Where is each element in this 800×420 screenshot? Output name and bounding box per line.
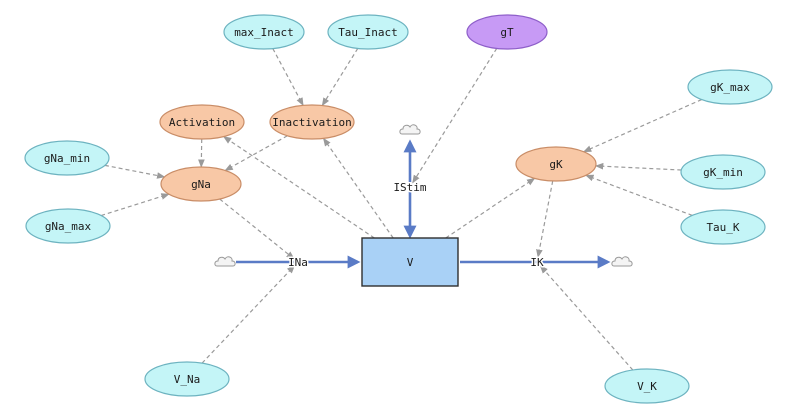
node-gk-oval[interactable] [515,146,597,182]
stock-v-label: V [407,256,414,269]
node-inactivation-oval[interactable] [269,104,355,140]
node-tau-inact[interactable]: Tau_Inact [327,14,409,50]
link-gk-to-ik[interactable] [536,180,554,258]
node-v-na-label: V_Na [174,373,201,386]
node-v-k-oval[interactable] [604,368,690,404]
node-gna-max[interactable]: gNa_max [25,208,111,244]
node-gk-max-oval[interactable] [687,69,773,105]
node-activation-oval[interactable] [159,104,245,140]
flow-ina-label[interactable]: INa [287,255,310,271]
node-activation-label: Activation [169,116,235,129]
link-v-na-to-ina[interactable] [201,265,296,364]
node-gna-max-label: gNa_max [45,220,92,233]
node-gk-max-label: gK_max [710,81,750,94]
node-gna-min[interactable]: gNa_min [24,140,110,176]
node-tau-inact-oval[interactable] [327,14,409,50]
node-tau-k[interactable]: Tau_K [680,209,766,245]
node-v-na[interactable]: V_Na [144,361,230,397]
flows-layer: INa IK IStim [214,124,633,271]
link-gk-max-to-gk[interactable] [582,98,702,153]
node-gt-label: gT [500,26,514,39]
node-tau-k-oval[interactable] [680,209,766,245]
node-gna[interactable]: gNa [160,166,242,202]
node-gna-label: gNa [191,178,211,191]
link-gt-to-istim[interactable] [412,48,498,184]
node-gk-label: gK [549,158,563,171]
node-gk-min[interactable]: gK_min [680,154,766,190]
node-gk[interactable]: gK [515,146,597,182]
link-v-to-activation[interactable] [222,136,375,239]
node-inactivation-label: Inactivation [272,116,351,129]
link-gna-min-to-gna[interactable] [104,164,166,179]
node-v-k[interactable]: V_K [604,368,690,404]
node-gna-min-label: gNa_min [44,152,90,165]
na-source-cloud-icon [214,256,236,267]
node-tau-inact-label: Tau_Inact [338,26,398,39]
node-tau-k-label: Tau_K [706,221,739,234]
node-v-k-label: V_K [637,380,657,393]
link-tau-inact-to-inactivation[interactable] [321,48,359,107]
links-layer [100,48,702,371]
node-gna-min-oval[interactable] [24,140,110,176]
node-v-na-oval[interactable] [144,361,230,397]
node-max-inact-label: max_Inact [234,26,294,39]
node-gt[interactable]: gT [466,14,548,50]
flow-istim-label[interactable]: IStim [392,180,428,196]
node-activation[interactable]: Activation [159,104,245,140]
node-gna-oval[interactable] [160,166,242,202]
link-v-to-gk[interactable] [445,177,536,239]
node-max-inact-oval[interactable] [223,14,305,50]
link-v-to-inactivation[interactable] [322,137,394,239]
node-gk-min-label: gK_min [703,166,743,179]
link-inactivation-to-gna[interactable] [224,135,288,171]
k-sink-cloud-icon [611,256,633,267]
node-gna-max-oval[interactable] [25,208,111,244]
node-gk-max[interactable]: gK_max [687,69,773,105]
node-gk-min-oval[interactable] [680,154,766,190]
link-v-k-to-ik[interactable] [539,265,634,371]
link-gk-min-to-gk[interactable] [594,162,682,171]
stock-v-box[interactable] [361,237,459,287]
link-max-inact-to-inactivation[interactable] [272,48,304,107]
stim-cloud-icon [399,124,421,135]
flow-ik-label[interactable]: IK [529,255,546,271]
node-max-inact[interactable]: max_Inact [223,14,305,50]
link-gna-max-to-gna[interactable] [100,193,170,217]
node-inactivation[interactable]: Inactivation [269,104,355,140]
stock-v[interactable]: V [361,237,459,287]
link-tau-k-to-gk[interactable] [585,174,693,216]
link-gna-to-ina[interactable] [219,198,295,260]
node-gt-oval[interactable] [466,14,548,50]
